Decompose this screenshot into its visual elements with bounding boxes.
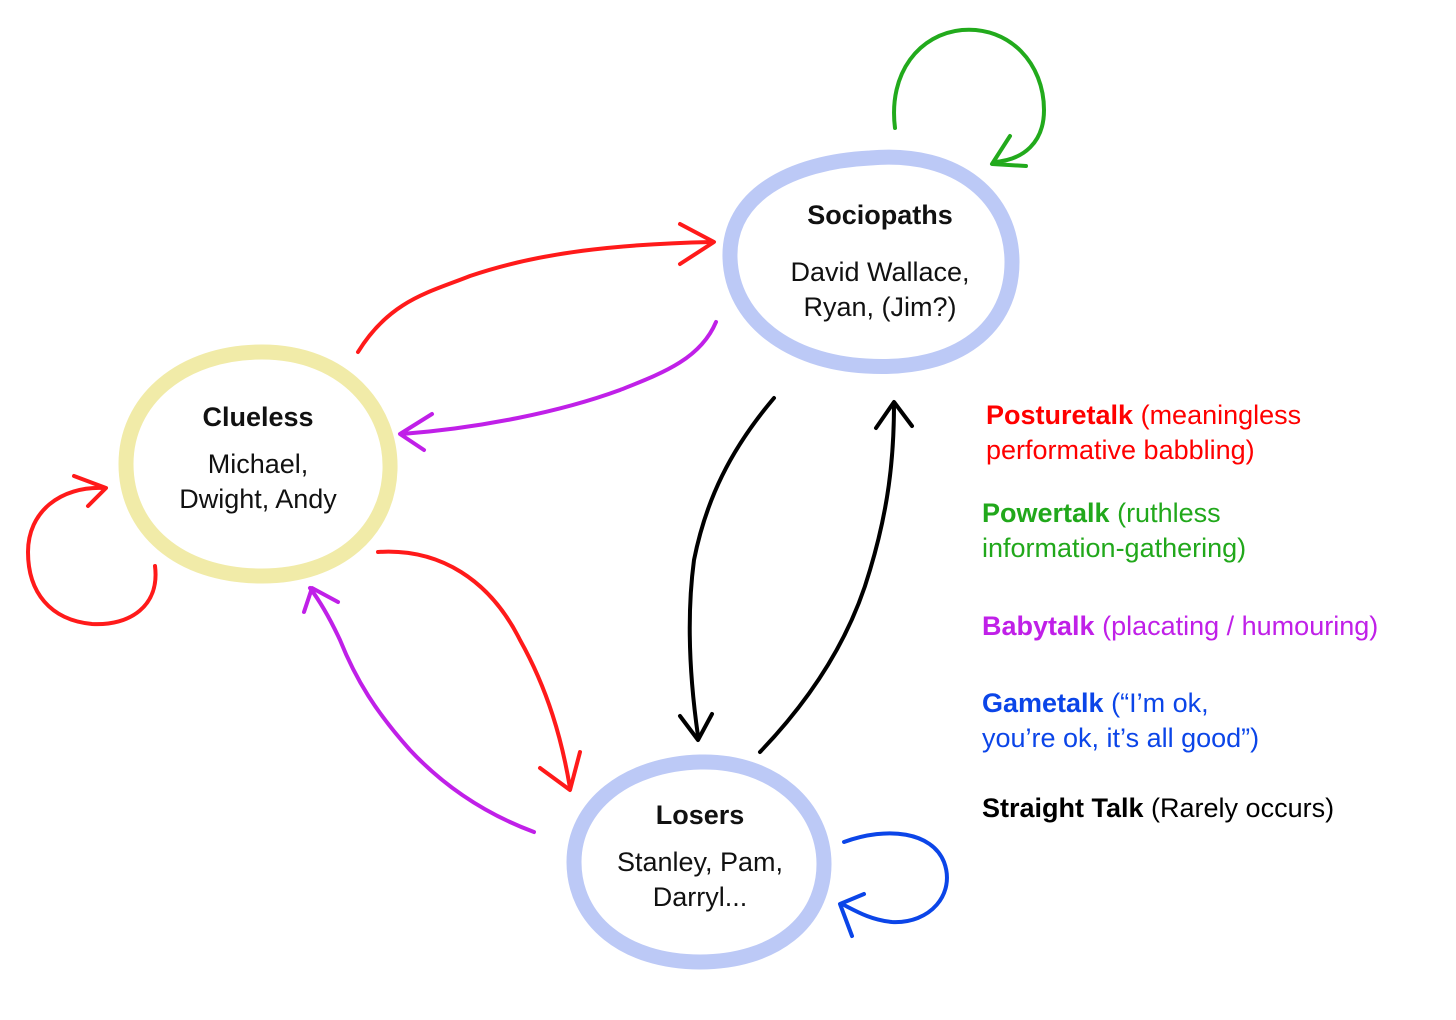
legend-babytalk-name: Babytalk: [982, 611, 1095, 641]
arrow-sociopaths-to-clueless: [400, 320, 718, 436]
legend-powertalk-desc-1: (ruthless: [1117, 498, 1221, 528]
legend-posturetalk: Posturetalk (meaningless performative ba…: [986, 398, 1301, 468]
legend-posturetalk-desc-2: performative babbling): [986, 435, 1255, 465]
legend-babytalk: Babytalk (placating / humouring): [982, 609, 1378, 644]
legend-gametalk-desc-2: you’re ok, it’s all good”): [982, 723, 1260, 753]
legend-posturetalk-name: Posturetalk: [986, 400, 1134, 430]
legend-gametalk-desc-1: (“I’m ok,: [1111, 688, 1209, 718]
clueless-outline: [118, 344, 398, 584]
sociopaths-outline: [722, 149, 1020, 375]
arrowhead-black-losers: [678, 712, 714, 742]
legend-powertalk-desc-2: information-gathering): [982, 533, 1247, 563]
legend-posturetalk-desc-1: (meaningless: [1140, 400, 1302, 430]
sociopaths-members-line-1: David Wallace,: [790, 257, 970, 287]
losers-node: Losers Stanley, Pam, Darryl...: [590, 800, 810, 915]
sociopaths-node: Sociopaths David Wallace, Ryan, (Jim?): [760, 200, 1000, 325]
legend-straight-talk: Straight Talk (Rarely occurs): [982, 791, 1334, 826]
arrowhead-purple-losers: [302, 586, 340, 614]
losers-title: Losers: [655, 800, 745, 830]
arrowhead-purple-clueless: [398, 412, 434, 452]
arrowhead-black-sociopaths: [874, 400, 914, 430]
arrowhead-red-sociopaths: [678, 222, 716, 266]
arrowhead-blue-loop: [838, 892, 866, 938]
arrowhead-green-loop: [990, 134, 1028, 168]
legend-gametalk: Gametalk (“I’m ok, you’re ok, it’s all g…: [982, 686, 1259, 756]
arrow-clueless-to-sociopaths: [356, 240, 714, 354]
sociopaths-members-line-2: Ryan, (Jim?): [803, 292, 957, 322]
arrow-sociopaths-to-losers: [687, 396, 776, 738]
arrow-clueless-to-losers: [376, 549, 572, 790]
clueless-node: Clueless Michael, Dwight, Andy: [148, 402, 368, 517]
clueless-members-line-2: Dwight, Andy: [179, 484, 337, 514]
loop-clueless-self: [26, 485, 158, 627]
arrow-losers-to-clueless: [308, 586, 536, 834]
arrow-losers-to-sociopaths: [758, 402, 896, 754]
legend-powertalk-name: Powertalk: [982, 498, 1110, 528]
legend-straight-talk-name: Straight Talk: [982, 793, 1144, 823]
loop-losers-self: [840, 831, 949, 925]
clueless-members-line-1: Michael,: [207, 449, 309, 479]
arrowhead-red-losers: [538, 750, 582, 792]
legend-powertalk: Powertalk (ruthless information-gatherin…: [982, 496, 1246, 566]
losers-outline: [566, 754, 832, 970]
loop-sociopaths-self: [892, 27, 1046, 164]
losers-members-line-1: Stanley, Pam,: [616, 847, 784, 877]
legend-gametalk-name: Gametalk: [982, 688, 1104, 718]
losers-members-line-2: Darryl...: [652, 882, 748, 912]
legend-straight-talk-desc-1: (Rarely occurs): [1151, 793, 1335, 823]
legend-babytalk-desc-1: (placating / humouring): [1102, 611, 1379, 641]
sociopaths-title: Sociopaths: [807, 200, 953, 230]
arrowhead-red-loop: [72, 474, 108, 508]
clueless-title: Clueless: [202, 402, 314, 432]
